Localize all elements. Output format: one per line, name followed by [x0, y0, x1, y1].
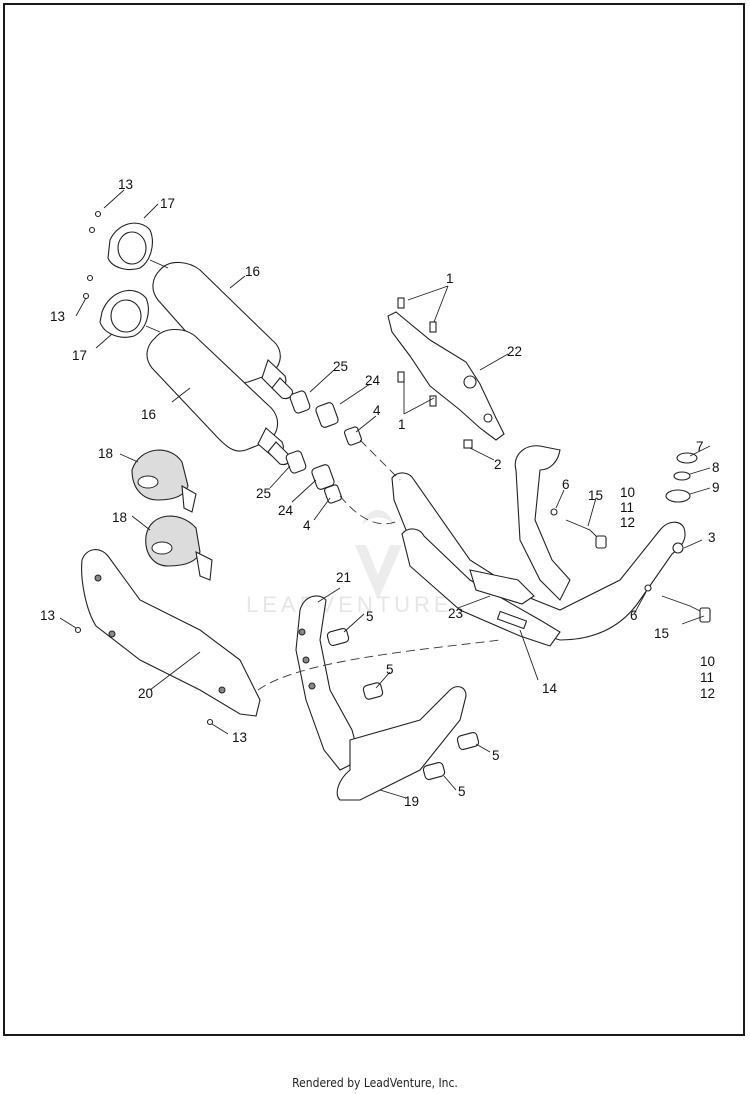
part-number-label: 15	[588, 488, 603, 503]
part-number-label: 12	[620, 515, 635, 530]
part-number-label: 23	[448, 606, 463, 621]
diagram-border	[3, 3, 745, 1036]
part-number-label: 6	[562, 477, 570, 492]
part-number-label: 20	[138, 686, 153, 701]
heat-shield-rear	[81, 549, 261, 717]
part-number-label: 11	[700, 670, 714, 685]
part-number-label: 15	[654, 626, 669, 641]
part-number-label: 3	[708, 530, 716, 545]
muffler-upper	[152, 261, 293, 400]
part-number-label: 13	[118, 177, 133, 192]
part-number-label: 14	[542, 681, 558, 696]
part-number-label: 6	[630, 608, 638, 623]
part-number-label: 4	[373, 403, 381, 418]
svg-text:LEADVENTURE: LEADVENTURE	[246, 592, 453, 617]
sleeves	[326, 627, 480, 781]
routing-dashes	[257, 439, 501, 691]
footer-credit: Rendered by LeadVenture, Inc.	[292, 1076, 458, 1090]
part-number-label: 1	[398, 417, 406, 432]
part-number-label: 5	[366, 609, 374, 624]
part-number-label: 22	[507, 344, 522, 359]
mounting-bracket	[387, 297, 505, 449]
part-number-label: 11	[620, 500, 634, 515]
leader-lines	[59, 189, 711, 799]
part-number-label: 17	[72, 348, 87, 363]
part-number-label: 25	[256, 486, 271, 501]
end-cap-lower	[99, 289, 161, 338]
part-number-label: 1	[446, 271, 454, 286]
part-number-label: 17	[160, 196, 175, 211]
part-number-label: 16	[245, 264, 260, 279]
part-number-label: 5	[458, 784, 466, 799]
part-number-label: 10	[700, 654, 715, 669]
part-number-label: 13	[50, 309, 65, 324]
part-number-label: 25	[333, 359, 348, 374]
screws-13	[74, 210, 214, 726]
part-number-label: 9	[712, 480, 720, 495]
part-number-label: 18	[98, 446, 113, 461]
headpipe-assembly	[391, 445, 686, 647]
part-number-label: 19	[404, 794, 419, 809]
muffler-shield-covers	[131, 449, 213, 581]
part-number-label: 12	[700, 686, 715, 701]
part-number-label: 10	[620, 485, 635, 500]
part-number-label: 18	[112, 510, 127, 525]
heat-shield-front	[295, 595, 467, 801]
clamps	[285, 390, 363, 504]
part-number-label: 2	[494, 457, 502, 472]
part-number-label: 8	[712, 460, 720, 475]
part-number-label: 24	[278, 503, 294, 518]
part-number-label: 13	[232, 730, 247, 745]
part-number-label: 21	[336, 570, 351, 585]
part-number-label: 24	[365, 373, 381, 388]
part-number-label: 7	[696, 439, 704, 454]
part-numbers: 13 17 16 13 17 16 1 22 1 25 24 4 2 7 8 9…	[40, 177, 720, 809]
part-number-label: 5	[492, 748, 500, 763]
end-cap-upper	[107, 222, 169, 271]
part-number-label: 4	[303, 518, 311, 533]
watermark: LEADVENTURE	[246, 510, 453, 617]
part-number-label: 16	[141, 407, 156, 422]
muffler-lower	[146, 328, 291, 466]
part-number-label: 13	[40, 608, 55, 623]
part-number-label: 5	[386, 662, 394, 677]
